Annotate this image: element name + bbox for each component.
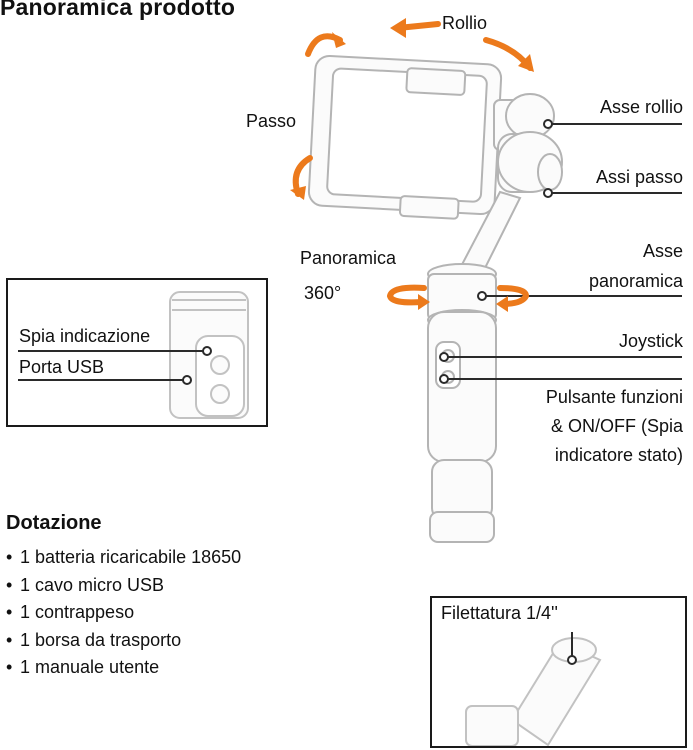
- arrow-heads: [290, 18, 534, 312]
- pitch-label: Passo: [246, 111, 297, 131]
- leader-dots: [182, 119, 577, 665]
- pan-label-line1: Panoramica: [300, 248, 397, 268]
- function-button-label-line3: indicatore stato): [554, 445, 683, 465]
- joystick-label: Joystick: [618, 331, 683, 351]
- list-item: 1 borsa da trasporto: [6, 627, 241, 655]
- contents-heading: Dotazione: [6, 512, 102, 534]
- usb-port-label: Porta USB: [19, 357, 105, 377]
- page-title: Panoramica prodotto: [0, 0, 236, 20]
- roll-axis-label: Asse rollio: [599, 97, 683, 117]
- pitch-axis-label: Assi passo: [595, 167, 683, 187]
- list-item: 1 contrappeso: [6, 599, 241, 627]
- bottom-inset-detail: [465, 637, 602, 747]
- list-item: 1 manuale utente: [6, 654, 241, 682]
- indicator-light-label: Spia indicazione: [19, 326, 151, 346]
- function-button-label-line1: Pulsante funzioni: [545, 387, 683, 407]
- gimbal-outline: [307, 54, 563, 543]
- function-button-label-line2: & ON/OFF (Spia: [550, 416, 683, 436]
- contents-list: 1 batteria ricaricabile 18650 1 cavo mic…: [6, 544, 241, 682]
- bottom-inset-frame: [430, 596, 687, 748]
- leader-lines: [18, 123, 682, 658]
- list-item: 1 batteria ricaricabile 18650: [6, 544, 241, 572]
- side-inset-frame: [6, 278, 268, 427]
- pan-label-line2: 360°: [304, 283, 342, 303]
- pan-axis-label-line1: Asse: [642, 241, 683, 261]
- pan-axis-label-line2: panoramica: [588, 271, 683, 291]
- list-item: 1 cavo micro USB: [6, 572, 241, 600]
- roll-label: Rollio: [442, 13, 488, 33]
- thread-label: Filettatura 1/4'': [441, 603, 558, 623]
